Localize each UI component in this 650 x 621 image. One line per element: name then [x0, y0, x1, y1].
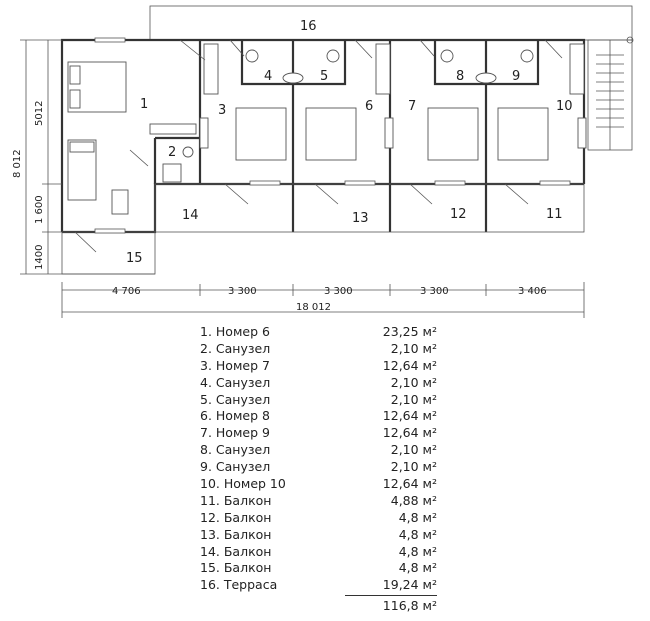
total-area: 116,8 м² — [382, 598, 437, 613]
dim-left-total: 8 012 — [12, 149, 23, 178]
room-label: 2 — [168, 145, 176, 160]
legend-row: 13. Балкон 4,8 м² — [200, 527, 450, 544]
legend-row: 5. Санузел 2,10 м² — [200, 392, 450, 409]
legend-row: 2. Санузел 2,10 м² — [200, 341, 450, 358]
room-label: 8 — [456, 69, 464, 84]
legend-room-area: 4,88 м² — [390, 492, 437, 508]
dim-bottom-seg: 4 706 — [112, 286, 141, 297]
legend-room-area: 23,25 м² — [382, 324, 437, 339]
room-label: 13 — [352, 211, 369, 226]
room-label: 12 — [450, 207, 467, 222]
legend-room-area: 2,10 м² — [390, 459, 437, 475]
dim-bottom-seg: 3 406 — [518, 286, 547, 297]
legend-row: 12. Балкон 4,8 м² — [200, 510, 450, 527]
dim-bottom-total: 18 012 — [296, 302, 331, 313]
room-label: 1 — [140, 97, 148, 112]
doors — [74, 39, 563, 253]
legend-room-name: 7. Номер 9 — [200, 425, 270, 441]
beds — [67, 61, 549, 201]
dim-left-bottom: 1400 — [34, 245, 45, 270]
legend-room-area: 12,64 м² — [382, 425, 437, 441]
legend-row: 4. Санузел 2,10 м² — [200, 375, 450, 392]
legend-room-area: 4,8 м² — [398, 509, 437, 525]
room-label: 14 — [182, 208, 199, 223]
room-label: 4 — [264, 69, 272, 84]
room-label: 16 — [300, 19, 317, 34]
room-label: 9 — [512, 69, 520, 84]
legend-row: 7. Номер 9 12,64 м² — [200, 425, 450, 442]
stair — [587, 36, 634, 151]
legend-room-name: 14. Балкон — [200, 543, 272, 559]
legend-room-name: 16. Терраса — [200, 577, 278, 593]
dim-bottom-seg: 3 300 — [324, 286, 353, 297]
room-label: 11 — [546, 207, 563, 222]
legend-room-name: 6. Номер 8 — [200, 408, 270, 424]
legend-room-name: 15. Балкон — [200, 560, 272, 576]
legend-room-area: 4,8 м² — [398, 560, 437, 576]
legend-room-area: 2,10 м² — [390, 442, 437, 458]
legend-room-name: 4. Санузел — [200, 374, 271, 390]
dim-left-top: 5012 — [34, 101, 45, 126]
dim-bottom-seg: 3 300 — [228, 286, 257, 297]
legend-row: 9. Санузел 2,10 м² — [200, 459, 450, 476]
legend-row: 16. Терраса 19,24 м² — [200, 577, 450, 594]
left-dimensions: 8 012 5012 1 600 1400 — [12, 39, 62, 275]
legend-room-name: 11. Балкон — [200, 492, 272, 508]
legend-room-area: 19,24 м² — [382, 577, 437, 593]
legend-row: 15. Балкон 4,8 м² — [200, 560, 450, 577]
legend-room-name: 10. Номер 10 — [200, 476, 286, 492]
legend-room-area: 2,10 м² — [390, 391, 437, 407]
legend-room-name: 8. Санузел — [200, 442, 271, 458]
legend-row: 11. Балкон 4,88 м² — [200, 493, 450, 510]
terrace-outline — [149, 5, 633, 41]
room-label: 10 — [556, 99, 573, 114]
legend-room-area: 2,10 м² — [390, 374, 437, 390]
bottom-dimensions: 4 706 3 300 3 300 3 300 3 406 18 012 — [61, 282, 585, 318]
misc-furniture — [111, 43, 587, 215]
legend-row: 14. Балкон 4,8 м² — [200, 544, 450, 561]
legend-room-name: 12. Балкон — [200, 509, 272, 525]
legend-room-area: 12,64 м² — [382, 357, 437, 373]
legend-row: 3. Номер 7 12,64 м² — [200, 358, 450, 375]
room-labels: 1 2 3 4 5 6 7 8 9 10 11 12 13 14 15 16 — [126, 19, 573, 266]
legend-row: 8. Санузел 2,10 м² — [200, 442, 450, 459]
legend-room-name: 5. Санузел — [200, 391, 271, 407]
legend-room-area: 4,8 м² — [398, 543, 437, 559]
legend-room-name: 2. Санузел — [200, 340, 271, 356]
room-label: 5 — [320, 69, 328, 84]
legend-room-name: 13. Балкон — [200, 526, 272, 542]
legend-room-name: 3. Номер 7 — [200, 357, 270, 373]
windows — [94, 37, 571, 234]
legend-row: 6. Номер 8 12,64 м² — [200, 408, 450, 425]
legend-room-area: 12,64 м² — [382, 476, 437, 492]
legend-room-name: 9. Санузел — [200, 459, 271, 475]
legend-room-area: 2,10 м² — [390, 340, 437, 356]
room-label: 7 — [408, 99, 416, 114]
room-label: 3 — [218, 103, 226, 118]
legend-room-area: 12,64 м² — [382, 408, 437, 424]
legend-room-name: 1. Номер 6 — [200, 324, 270, 339]
legend-room-area: 4,8 м² — [398, 526, 437, 542]
dim-bottom-seg: 3 300 — [420, 286, 449, 297]
dim-left-mid: 1 600 — [34, 195, 45, 224]
room-label: 6 — [365, 99, 373, 114]
room-label: 15 — [126, 251, 143, 266]
total-divider — [345, 595, 437, 596]
floor-plan: 1 2 3 4 5 6 7 8 9 10 11 12 13 14 15 16 8… — [12, 5, 634, 318]
legend-row: 1. Номер 6 23,25 м² — [200, 324, 450, 341]
legend-row: 10. Номер 10 12,64 м² — [200, 476, 450, 493]
